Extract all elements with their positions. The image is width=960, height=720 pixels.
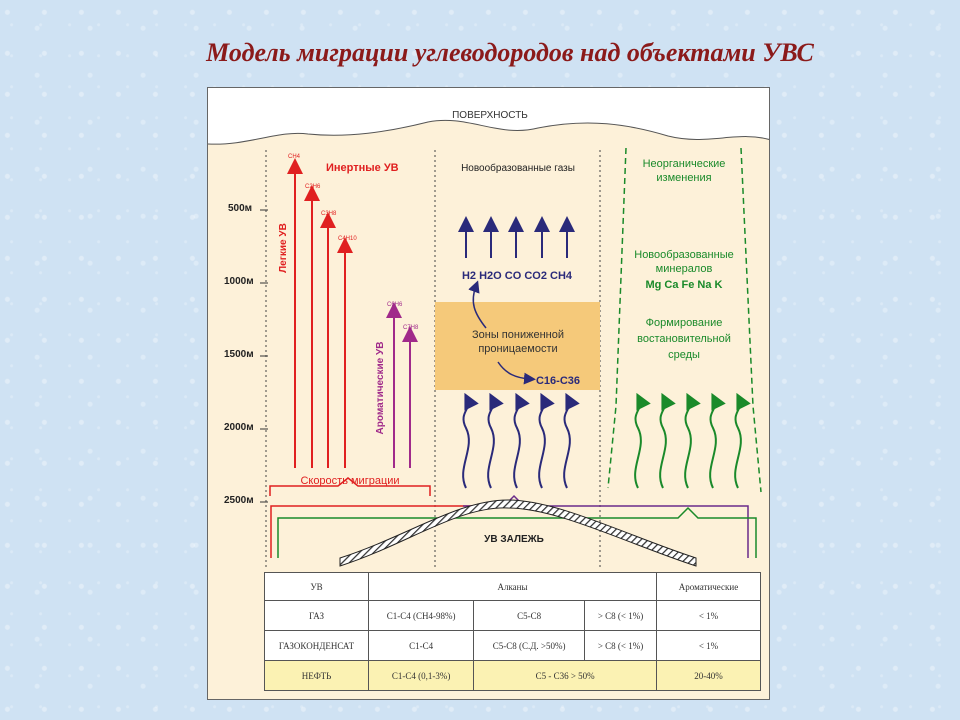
table-row: НЕФТЬ C1-C4 (0,1-3%) C5 - C36 > 50% 20-4… (264, 660, 761, 691)
deposit-label: УВ ЗАЛЕЖЬ (484, 534, 544, 545)
formula-c4h10: C4H10 (338, 236, 357, 242)
row-condensate-c1: C1-C4 (367, 630, 475, 661)
composition-table: УВ Алканы Ароматические ГАЗ C1-C4 (CH4-9… (264, 572, 761, 691)
light-hc-label: Легкие УВ (278, 223, 289, 273)
light-hc-formulas: CH4 C2H6 C3H8 C4H10 (288, 154, 357, 242)
minerals-elements: Mg Ca Fe Na K (645, 279, 722, 291)
green-boundary-left (607, 147, 627, 489)
row-condensate-c2: C5-C8 (С.Д. >50%) (473, 630, 586, 661)
minerals-line1: Новообразованные (634, 249, 733, 261)
diagram-canvas: ПОВЕРХНОСТЬ Инертные УВ CH4 C2H6 C3 (208, 88, 769, 568)
formula-c3h8: C3H8 (321, 211, 337, 217)
red-brace (270, 505, 504, 558)
header-hc: УВ (264, 572, 369, 601)
row-condensate-c3: > C8 (< 1%) (584, 630, 657, 661)
row-oil-c1: C1-C4 (0,1-3%) (367, 660, 475, 691)
surface-line (208, 119, 769, 145)
row-gas-c1: C1-C4 (CH4-98%) (367, 600, 475, 631)
zone-label-line1: Зоны пониженной (472, 329, 564, 341)
speed-brace (269, 477, 431, 496)
depth-500: 500м (228, 203, 253, 214)
light-hc-arrows (287, 158, 353, 468)
speed-label: Скорость миграции (300, 475, 399, 487)
sky-area (208, 88, 769, 145)
inorganic-wavy-arrows (634, 392, 751, 489)
row-gas-c2: C5-C8 (473, 600, 586, 631)
row-condensate-name: ГАЗОКОНДЕНСАТ (264, 630, 369, 661)
depth-1000: 1000м (224, 276, 254, 287)
formula-ch4: CH4 (288, 154, 301, 160)
row-oil-c23: C5 - C36 > 50% (473, 660, 657, 691)
zone-to-c16-arrow (497, 361, 536, 385)
row-oil-name: НЕФТЬ (264, 660, 369, 691)
page-title: Модель миграции углеводородов над объект… (206, 38, 814, 67)
formula-c2h6: C2H6 (305, 184, 321, 190)
green-brace (277, 506, 757, 558)
row-condensate-aro: < 1% (656, 630, 761, 661)
table-header-row: УВ Алканы Ароматические (264, 572, 761, 601)
table-row: ГАЗ C1-C4 (CH4-98%) C5-C8 > C8 (< 1%) < … (264, 600, 761, 631)
gas-up-arrows (458, 216, 575, 258)
row-gas-aro: < 1% (656, 600, 761, 631)
green-boundary-right (740, 147, 762, 493)
inorganic-heading-line1: Неорганические (643, 158, 726, 170)
environment-line1: Формирование (646, 317, 723, 329)
table-row: ГАЗОКОНДЕНСАТ C1-C4 C5-C8 (С.Д. >50%) > … (264, 630, 761, 661)
depth-2000: 2000м (224, 422, 254, 433)
depth-ticks (260, 209, 268, 503)
gases-heading: Новообразованные газы (461, 162, 575, 174)
zone-label-line2: проницаемости (478, 343, 557, 355)
row-oil-aro: 20-40% (656, 660, 761, 691)
zone-to-gas-arrow (468, 280, 487, 329)
aromatic-hc-label: Ароматические УВ (375, 342, 386, 435)
inert-heading: Инертные УВ (326, 162, 399, 174)
gas-formula: H2 H2O CO CO2 CH4 (462, 270, 573, 282)
depth-2500: 2500м (224, 495, 254, 506)
low-permeability-zone (435, 302, 600, 390)
environment-line2: востановительной (637, 333, 731, 345)
environment-line3: среды (668, 349, 700, 361)
formula-c7h8: C7H8 (403, 325, 419, 331)
aromatic-hc-arrows (386, 302, 418, 468)
c16-c36-label: C16-C36 (536, 375, 580, 387)
surface-label: ПОВЕРХНОСТЬ (452, 110, 528, 121)
gas-wavy-arrows (462, 392, 580, 489)
deposit-anticline (339, 499, 697, 567)
row-gas-c3: > C8 (< 1%) (584, 600, 657, 631)
minerals-line2: минералов (656, 263, 713, 275)
row-gas-name: ГАЗ (264, 600, 369, 631)
formula-c6h6: C6H6 (387, 302, 403, 308)
header-aromatic: Ароматические (656, 572, 761, 601)
aromatic-hc-formulas: C6H6 C7H8 (387, 302, 419, 331)
inorganic-heading-line2: изменения (656, 172, 711, 184)
header-alkanes: Алканы (368, 572, 657, 601)
depth-1500: 1500м (224, 349, 254, 360)
